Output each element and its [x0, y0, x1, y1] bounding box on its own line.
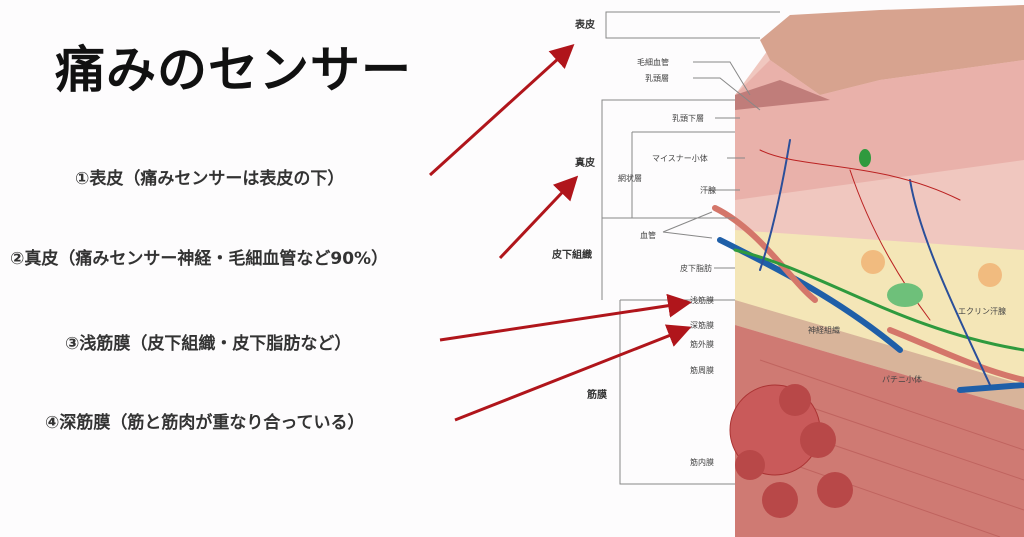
- label-superficial-fascia: 浅筋膜: [690, 295, 714, 305]
- label-epidermis: 表皮: [574, 18, 595, 31]
- label-vessel: 血管: [640, 230, 656, 240]
- label-reticular: 網状層: [618, 173, 642, 183]
- label-dermis: 真皮: [575, 156, 595, 169]
- arrow-dermis: [498, 175, 579, 260]
- label-subcutis: 皮下組織: [551, 248, 592, 261]
- artery: [712, 205, 818, 303]
- arrow-epidermis: [428, 43, 575, 177]
- skin-block: [712, 5, 1024, 537]
- label-sweat-gland: 汗腺: [700, 185, 716, 195]
- label-subpapillary: 乳頭下層: [672, 113, 704, 123]
- item-deep-fascia: ④深筋膜（筋と筋肉が重なり合っている）: [45, 413, 365, 433]
- label-endomysium: 筋内膜: [690, 457, 714, 467]
- pointer-arrows: [428, 43, 692, 422]
- label-eccrine: エクリン汗腺: [958, 306, 1006, 316]
- label-deep-fascia: 深筋膜: [690, 320, 714, 330]
- arrow-superficial-fascia: [439, 293, 692, 342]
- item-epidermis: ①表皮（痛みセンサーは表皮の下）: [75, 169, 345, 189]
- label-fat: 皮下脂肪: [680, 263, 712, 273]
- item-superficial-fascia: ③浅筋膜（皮下組織・皮下脂肪など）: [65, 334, 352, 354]
- label-epimysium: 筋外膜: [690, 339, 714, 349]
- label-nerve: 神経組織: [808, 325, 840, 335]
- arrow-deep-fascia: [454, 324, 692, 422]
- label-fascia: 筋膜: [586, 388, 607, 401]
- label-pacini: パチニ小体: [882, 374, 922, 384]
- label-perimysium: 筋周膜: [690, 365, 714, 375]
- label-meissner: マイスナー小体: [652, 153, 708, 163]
- nerve: [733, 248, 1024, 352]
- page-title: 痛みのセンサー: [55, 41, 412, 99]
- label-papillary: 乳頭層: [645, 73, 669, 83]
- label-capillary: 毛細血管: [637, 57, 669, 67]
- pacinian-corpuscle: [887, 283, 923, 307]
- item-dermis: ②真皮（痛みセンサー神経・毛細血管など90%）: [10, 249, 389, 269]
